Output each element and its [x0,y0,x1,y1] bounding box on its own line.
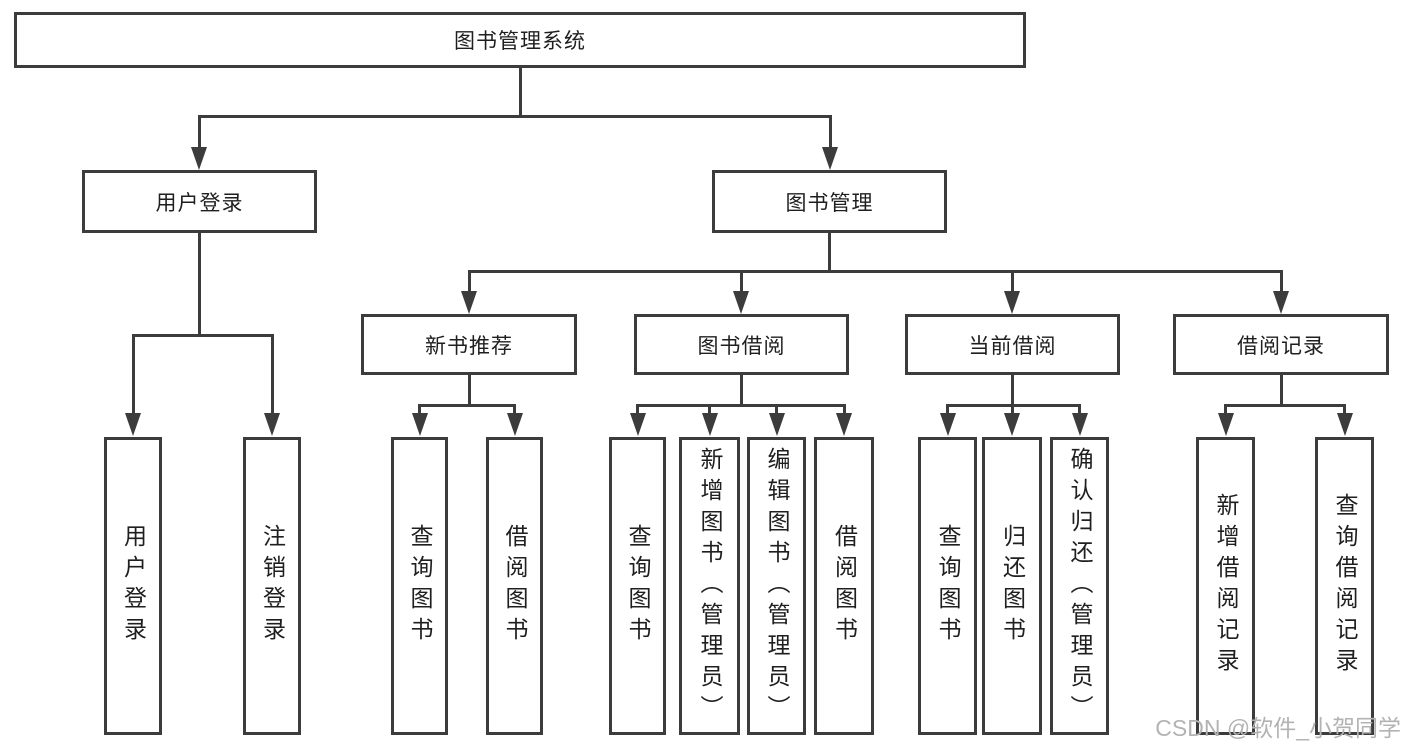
arrowhead-icon [733,291,749,314]
leaf-confirm-return-admin: 确认归还（管理员） [1050,437,1109,735]
node-library-system-label: 图书管理系统 [454,30,586,53]
connector-line [271,334,274,415]
connector-line [1224,404,1346,407]
arrowhead-icon [1004,413,1020,436]
node-book-management-label: 图书管理 [785,191,874,215]
node-new-book-recommend-label: 新书推荐 [425,334,513,358]
arrowhead-icon [1337,413,1353,436]
connector-line [418,404,516,407]
connector-line [1011,270,1014,292]
node-borrow-records: 借阅记录 [1173,314,1389,375]
leaf-logout-label: 注销登录 [259,524,286,648]
leaf-borrow-book-newbook-label: 借阅图书 [502,524,528,648]
arrowhead-icon [702,413,718,436]
leaf-user-login: 用户登录 [104,437,162,735]
connector-line [468,270,471,292]
leaf-query-books-borrow-label: 查询图书 [625,524,651,648]
node-book-borrow-label: 图书借阅 [697,334,786,358]
connector-line [829,115,832,151]
connector-line [1078,404,1081,416]
arrowhead-icon [1004,291,1020,314]
leaf-borrow-book-newbook: 借阅图书 [486,437,543,735]
arrowhead-icon [1273,291,1289,314]
arrowhead-icon [822,147,838,170]
connector-line [636,404,846,407]
leaf-query-borrow-record-label: 查询借阅记录 [1332,493,1358,679]
arrowhead-icon [769,413,785,436]
node-current-borrow: 当前借阅 [905,314,1120,375]
arrowhead-icon [412,413,428,436]
arrowhead-icon [461,291,477,314]
arrowhead-icon [1072,413,1088,436]
leaf-query-borrow-record: 查询借阅记录 [1315,437,1374,735]
connector-line [1011,404,1014,416]
connector-line [1224,404,1227,416]
node-book-management: 图书管理 [712,170,947,233]
connector-line [775,404,778,416]
node-borrow-records-label: 借阅记录 [1237,334,1325,358]
node-book-borrow: 图书借阅 [634,314,849,375]
leaf-add-book-admin-label: 新增图书（管理员） [697,446,723,726]
leaf-return-book: 归还图书 [982,437,1042,735]
leaf-confirm-return-admin-label: 确认归还（管理员） [1067,446,1093,726]
connector-line [418,404,421,416]
connector-line [1280,270,1283,292]
arrowhead-icon [125,413,141,436]
connector-line [946,404,949,416]
connector-line [828,233,831,273]
connector-line [132,334,135,415]
leaf-query-books-current-label: 查询图书 [935,524,961,648]
arrowhead-icon [940,413,956,436]
leaf-add-book-admin: 新增图书（管理员） [679,437,740,735]
leaf-query-books-current: 查询图书 [918,437,977,735]
node-user-login: 用户登录 [82,170,317,233]
leaf-add-borrow-record-label: 新增借阅记录 [1213,493,1239,679]
connector-line [1280,375,1283,407]
leaf-return-book-label: 归还图书 [999,524,1026,648]
arrowhead-icon [507,413,523,436]
leaf-edit-book-admin-label: 编辑图书（管理员） [764,446,790,726]
connector-line [1343,404,1346,416]
arrowhead-icon [191,147,207,170]
leaf-query-books-borrow: 查询图书 [609,437,666,735]
connector-line [198,115,201,151]
connector-line [198,115,832,118]
connector-line [198,233,201,337]
connector-line [740,270,743,292]
node-current-borrow-label: 当前借阅 [968,334,1057,358]
leaf-borrow-book-label: 借阅图书 [831,524,858,648]
arrowhead-icon [630,413,646,436]
connector-line [468,375,471,407]
node-new-book-recommend: 新书推荐 [361,314,577,375]
arrowhead-icon [1218,413,1234,436]
leaf-borrow-book: 借阅图书 [814,437,874,735]
connector-line [843,404,846,416]
csdn-watermark: CSDN @软件_小贺同学 [1155,715,1401,741]
node-user-login-label: 用户登录 [155,191,244,215]
connector-line [1011,375,1014,407]
leaf-edit-book-admin: 编辑图书（管理员） [747,437,806,735]
leaf-query-books-newbook: 查询图书 [391,437,448,735]
connector-line [519,68,522,117]
connector-line [740,375,743,407]
connector-line [132,334,274,337]
arrowhead-icon [836,413,852,436]
connector-line [708,404,711,416]
leaf-logout: 注销登录 [243,437,301,735]
node-library-system: 图书管理系统 [14,12,1026,68]
connector-line [513,404,516,416]
leaf-add-borrow-record: 新增借阅记录 [1196,437,1255,735]
leaf-query-books-newbook-label: 查询图书 [407,524,433,648]
connector-line [468,270,1282,273]
arrowhead-icon [264,413,280,436]
connector-line [636,404,639,416]
leaf-user-login-label: 用户登录 [120,524,147,648]
